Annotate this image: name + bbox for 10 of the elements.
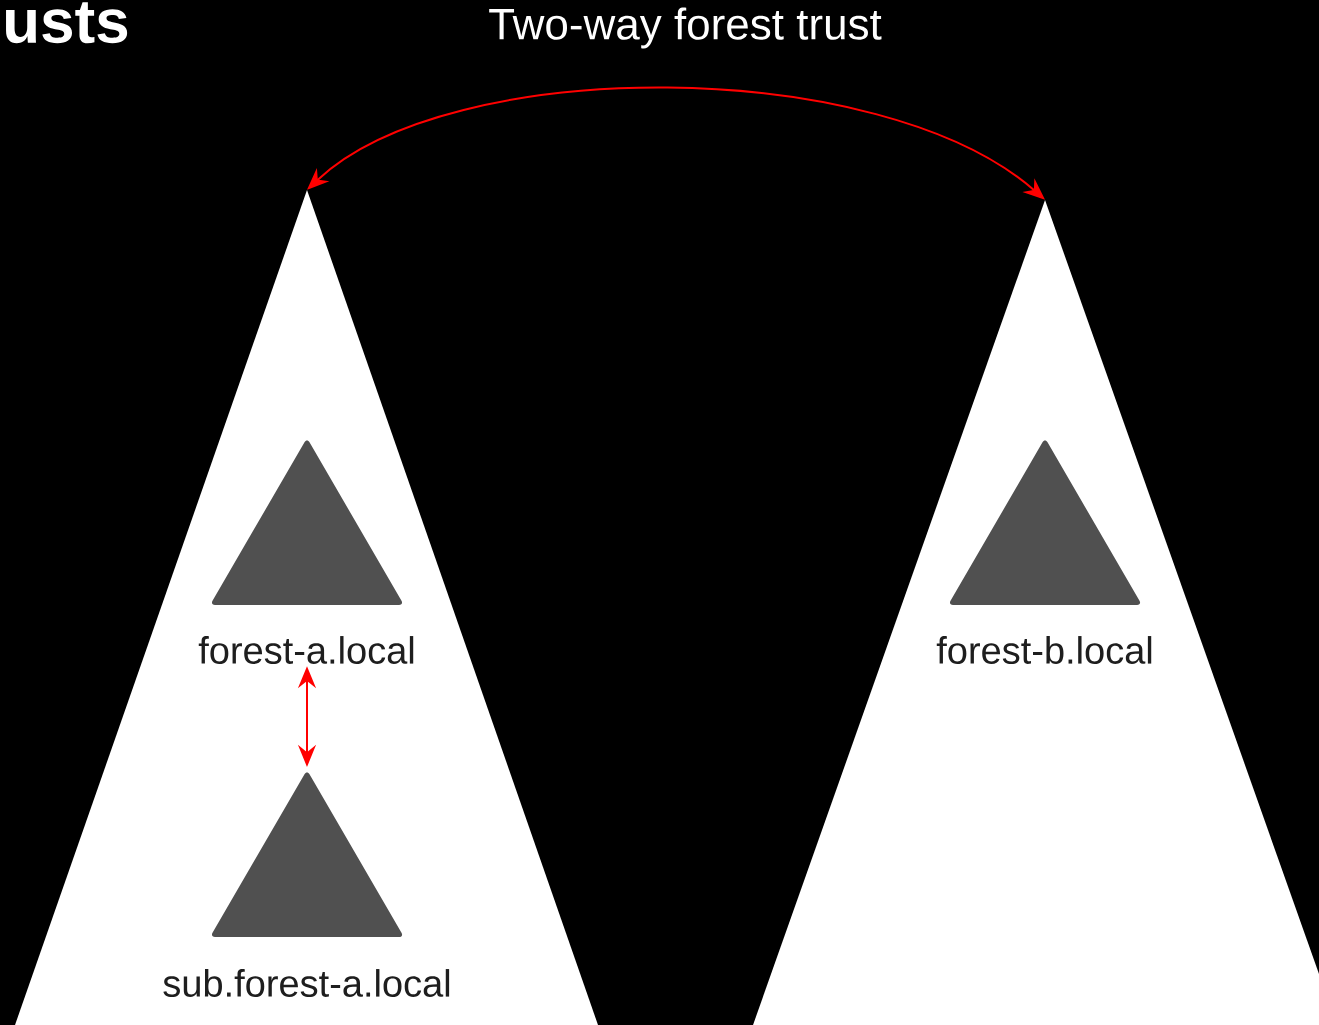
node-label: sub.forest-a.local [163, 969, 450, 997]
forest-triangle [753, 200, 1319, 1025]
node-label: forest-a.local [198, 636, 414, 664]
domain-triangle: sub.forest-a.local [163, 772, 450, 997]
edge-label: Two-way forest trust [486, 5, 884, 51]
arrow [307, 86, 1045, 200]
heading-text: usts [6, 2, 128, 44]
domain-triangle: forest-b.local [936, 440, 1152, 664]
domain-triangle: forest-a.local [198, 440, 414, 664]
node-label: forest-b.local [936, 636, 1152, 664]
